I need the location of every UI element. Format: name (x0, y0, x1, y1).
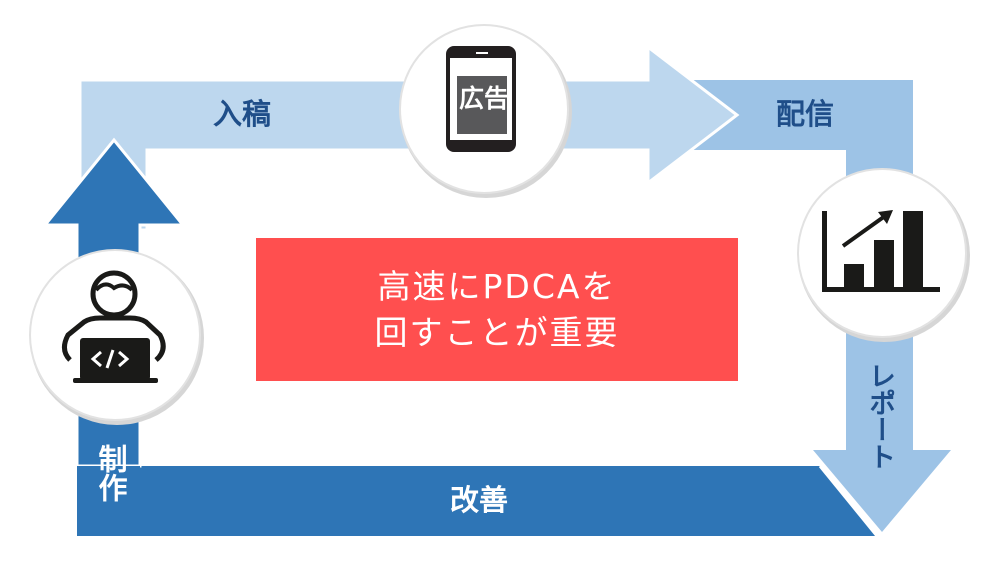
smartphone-ad-icon (446, 46, 516, 152)
phone-screen-text: 広告 (459, 84, 510, 113)
improve-band (77, 466, 877, 536)
step-label-improve: 改善 (450, 483, 509, 517)
step-label-submit: 入稿 (213, 97, 272, 131)
center-message-line1: 高速にPDCAを (377, 266, 617, 306)
phone-circle (399, 24, 572, 198)
developer-laptop-icon (62, 270, 166, 383)
step-label-production: 制作 (94, 444, 128, 502)
step-label-report: レポート (864, 362, 895, 470)
step-label-delivery: 配信 (776, 97, 835, 131)
bar-chart-growth-icon (822, 210, 940, 292)
center-box-bg (256, 238, 738, 381)
center-message: 高速にPDCAを 回すことが重要 (256, 238, 738, 381)
chart-circle (797, 168, 970, 342)
developer-circle (29, 249, 204, 425)
center-message-line2: 回すことが重要 (374, 312, 620, 352)
